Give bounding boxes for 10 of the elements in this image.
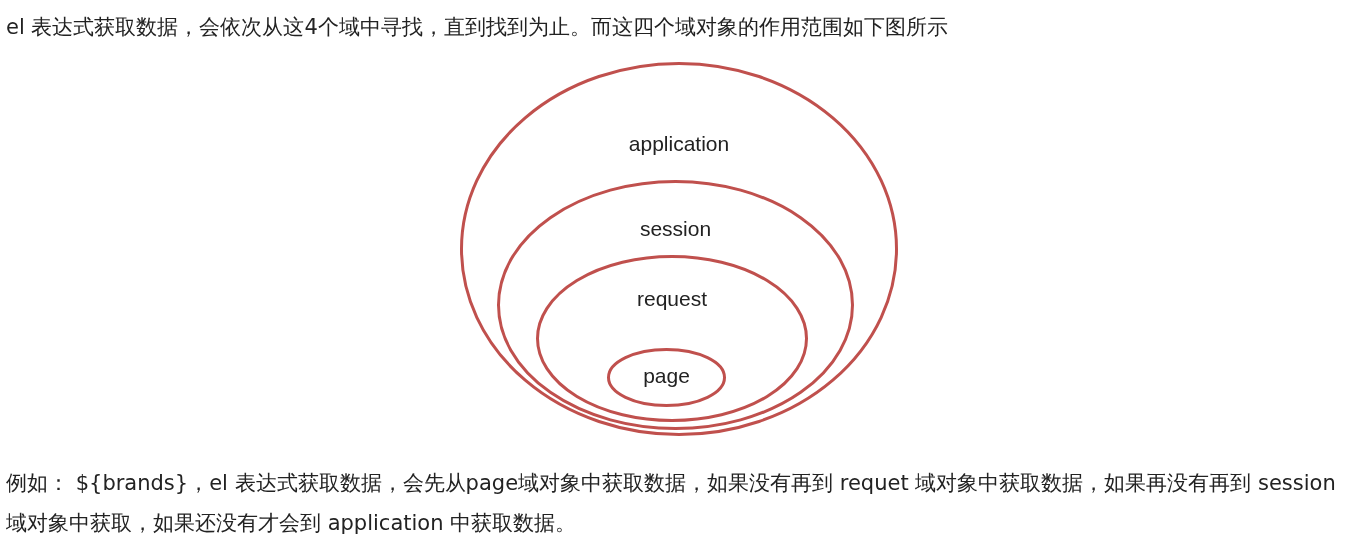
scope-ellipse: [607, 348, 726, 407]
scope-ellipse: [497, 180, 854, 430]
scope-ellipse: [536, 255, 808, 422]
scope-label: session: [639, 217, 712, 241]
scope-label: application: [628, 132, 730, 156]
scope-ellipse: [460, 62, 898, 436]
example-text: 例如： ${brands}，el 表达式获取数据，会先从page域对象中获取数据，如果没有再到 requet 域对象中获取数据，如果再没有再到 session 域对象中获取，如果还没有才会到 application 中获取数据。: [6, 470, 1337, 537]
intro-text: el 表达式获取数据，会依次从这4个域中寻找，直到找到为止。而这四个域对象的作用范围如下图所示: [6, 14, 948, 41]
scope-label: page: [643, 364, 690, 388]
scope-label: request: [636, 287, 707, 311]
